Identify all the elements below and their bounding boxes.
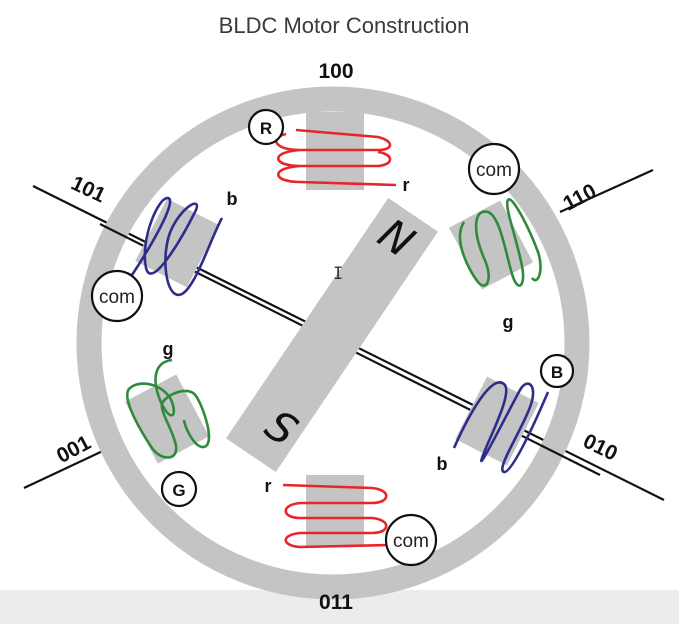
svg-text:R: R (260, 119, 272, 138)
text-cursor-icon: I (333, 264, 343, 284)
label-b-lower-right: b (437, 454, 448, 474)
terminal-com-left: com (90, 269, 144, 323)
state-upper-left: 101 (67, 172, 109, 208)
axis-line-001 (23, 448, 108, 489)
label-g-upper-right: g (503, 312, 514, 332)
axis-line-110 (559, 168, 654, 214)
coil-blue-upper-left (128, 196, 224, 297)
coil-red-bottom (282, 483, 391, 549)
rotor-magnet (226, 198, 438, 472)
svg-text:com: com (393, 531, 429, 552)
label-g-lower-left: g (163, 339, 174, 359)
svg-text:G: G (172, 481, 185, 500)
terminal-R: R (247, 108, 285, 146)
state-top: 100 (318, 60, 353, 83)
terminal-com-bottom: com (384, 513, 438, 567)
svg-text:com: com (99, 287, 135, 308)
terminal-G: G (160, 470, 198, 508)
svg-text:B: B (551, 363, 563, 382)
label-r-top: r (402, 175, 409, 195)
diagram-title: BLDC Motor Construction (219, 13, 470, 38)
state-bottom: 011 (319, 591, 353, 614)
stator-tooth-upper-right (448, 200, 534, 290)
coil-green-upper-right (458, 198, 542, 287)
label-r-bottom: r (264, 476, 271, 496)
coil-blue-lower-right (452, 381, 550, 474)
state-lower-left: 001 (53, 431, 95, 468)
svg-text:com: com (476, 160, 512, 181)
terminal-com-upper-right: com (467, 142, 521, 196)
stator-ring (76, 86, 590, 600)
label-b-upper-left: b (227, 189, 238, 209)
coil-green-lower-left (126, 358, 211, 459)
terminal-B: B (539, 353, 575, 389)
